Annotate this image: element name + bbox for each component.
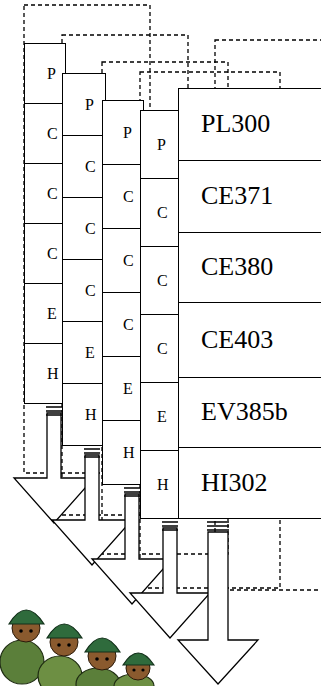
course-box: CE380 [178,232,321,303]
course-initial: E [157,408,167,426]
course-initial: C [157,340,168,358]
soldier [76,638,120,686]
course-box-back: C [140,178,182,247]
course-code: HI302 [201,469,267,498]
course-initial: P [123,124,132,142]
course-initial: P [47,65,56,83]
course-box-back: C [24,103,66,164]
course-code: CE371 [201,182,273,211]
course-code: EV385b [201,398,288,427]
course-box: PL300 [178,88,321,161]
course-box-back: E [102,356,144,421]
course-box-back: C [102,228,144,293]
course-box-back: C [140,314,182,383]
course-box-back: H [140,450,182,519]
stack-mark [84,449,100,457]
course-box-back: P [24,43,66,104]
stack-mark [46,407,62,415]
course-initial: C [123,316,134,334]
course-box-back: C [62,197,106,260]
course-box-back: P [140,110,182,179]
course-code: PL300 [201,110,270,139]
course-box-back: C [24,223,66,284]
course-box-back: C [62,259,106,322]
course-initial: H [123,444,135,462]
down-arrow [130,528,210,638]
course-initial: P [85,96,94,114]
course-initial: E [47,305,57,323]
course-code: CE380 [201,253,273,282]
course-initial: C [47,185,58,203]
dashed-card [24,5,150,473]
course-box-back: H [62,383,106,446]
course-initial: E [85,344,95,362]
course-box: CE371 [178,160,321,233]
course-initial: H [47,365,59,383]
course-box-back: P [62,73,106,136]
course-initial: C [47,245,58,263]
course-code: CE403 [201,326,273,355]
course-initial: P [157,136,166,154]
course-box-back: C [24,163,66,224]
course-initial: C [85,220,96,238]
course-box-back: E [62,321,106,384]
soldier [114,653,154,686]
course-initial: C [85,282,96,300]
soldier [0,610,44,684]
course-box: EV385b [178,377,321,448]
down-arrow [178,532,258,684]
course-initial: H [85,406,97,424]
course-box-back: C [102,164,144,229]
course-initial: H [157,476,169,494]
course-box-back: C [140,246,182,315]
course-box-back: C [102,292,144,357]
course-initial: C [85,158,96,176]
stack-mark [124,488,140,496]
soldier [38,624,82,686]
course-initial: C [157,204,168,222]
course-box: CE403 [178,302,321,378]
course-box-back: H [102,420,144,485]
course-box-back: E [140,382,182,451]
course-box-back: H [24,343,66,404]
dashed-card [62,35,188,515]
course-box-back: P [102,100,144,165]
course-box-back: E [24,283,66,344]
course-initial: C [123,252,134,270]
course-initial: C [157,272,168,290]
course-initial: C [47,125,58,143]
course-initial: C [123,188,134,206]
course-box: HI302 [178,447,321,519]
stack-mark [207,522,229,530]
stack-mark [162,522,178,530]
course-box-back: C [62,135,106,198]
course-initial: E [123,380,133,398]
soldiers-clipart [0,610,154,686]
